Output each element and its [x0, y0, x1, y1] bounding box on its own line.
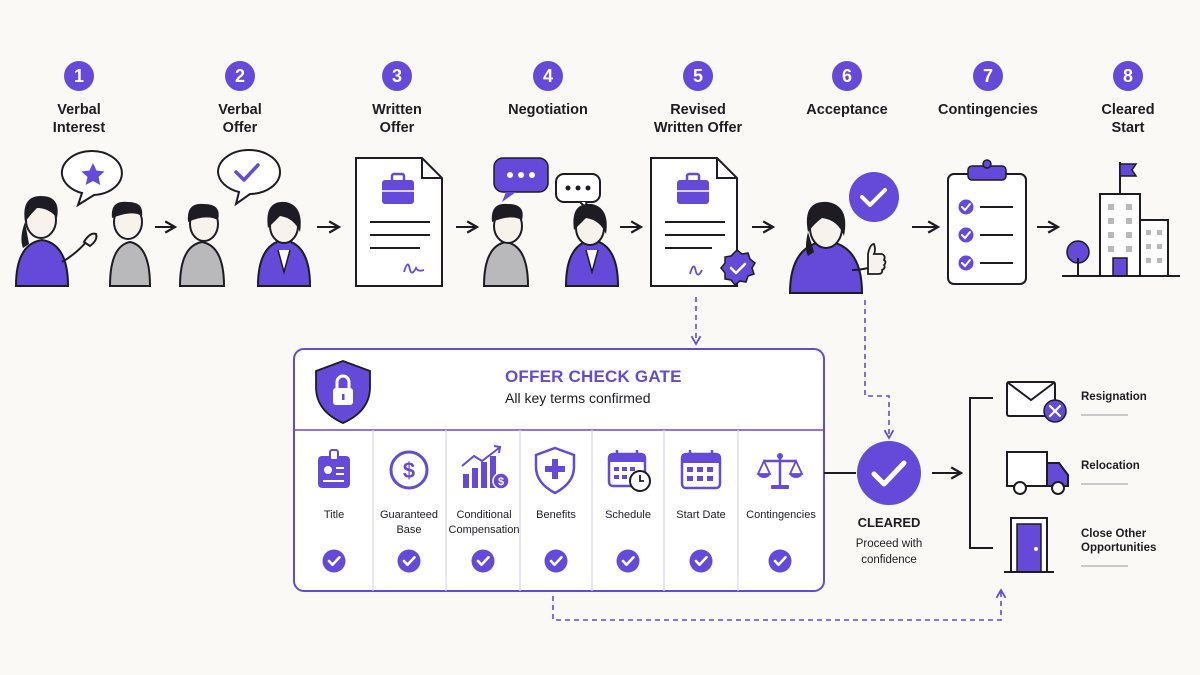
check-icon [322, 549, 346, 573]
outcome-underlines [1081, 414, 1128, 567]
check-icon [689, 549, 713, 573]
step-title: Contingencies [938, 102, 1038, 118]
medical-shield-icon [534, 446, 576, 495]
id-badge-icon [318, 449, 350, 488]
check-icon [397, 549, 421, 573]
gate-title: OFFER CHECK GATE [505, 367, 682, 386]
door-icon [1004, 517, 1054, 573]
building-flag-icon [1062, 162, 1180, 277]
step-title: Acceptance [806, 102, 888, 118]
step-number: 6 [832, 61, 862, 91]
step-number: 1 [64, 61, 94, 91]
step-number: 7 [973, 61, 1003, 91]
check-icon [768, 549, 792, 573]
growth-chart-icon: $ [461, 445, 510, 490]
gate-column-label: Start Date [676, 509, 726, 521]
person-man-icon [178, 203, 226, 287]
speech-dots-icon [493, 157, 601, 214]
check-icon [616, 549, 640, 573]
dollar-icon: $ [389, 450, 429, 490]
step-title: Negotiation [508, 102, 588, 118]
speech-star-icon [60, 150, 123, 208]
person-man-icon [482, 203, 530, 287]
step-title: Cleared Start [1101, 102, 1155, 136]
gate-column-label: Schedule [605, 509, 651, 521]
check-circle-icon [857, 441, 921, 505]
step-number: 3 [382, 61, 412, 91]
step-number: 8 [1113, 61, 1143, 91]
step-title: Written Offer [372, 102, 422, 136]
step-title: Verbal Offer [218, 102, 262, 136]
svg-text:$: $ [498, 476, 504, 488]
branch-bracket [969, 397, 993, 549]
cleared-subtitle: Proceed with confidence [855, 538, 923, 566]
gate-column-label: Title [323, 509, 345, 521]
check-icon [544, 549, 568, 573]
person-woman-icon [14, 196, 98, 287]
document-check-icon [650, 157, 756, 287]
shield-lock-icon [315, 360, 371, 424]
outcome-label: Relocation [1081, 460, 1140, 472]
check-icon [471, 549, 495, 573]
person-man-icon [108, 201, 152, 287]
clipboard-checklist-icon [947, 159, 1027, 285]
outcome-label: Close Other Opportunities [1081, 528, 1157, 554]
gate-column-label: Conditional Compensation [448, 509, 520, 536]
gate-subtitle: All key terms confirmed [505, 390, 651, 406]
calendar-clock-icon [607, 450, 651, 492]
calendar-icon [680, 450, 722, 490]
speech-check-icon [216, 149, 281, 207]
cleared-label: CLEARED [857, 515, 921, 530]
svg-text:$: $ [403, 458, 415, 483]
step-title: Revised Written Offer [653, 102, 743, 136]
person-woman-icon [564, 203, 620, 287]
thumbs-up-icon [788, 172, 899, 294]
envelope-x-icon [1006, 381, 1067, 423]
step-title: Verbal Interest [52, 102, 106, 136]
document-briefcase-icon [355, 157, 443, 287]
step-number: 2 [225, 61, 255, 91]
step-number: 4 [533, 61, 563, 91]
dashed-connectors [552, 297, 1007, 621]
truck-icon [1006, 451, 1069, 495]
gate-column-label: Benefits [536, 509, 576, 521]
gate-column-label: Guaranteed Base [379, 509, 439, 536]
gate-column-label: Contingencies [746, 509, 816, 521]
person-woman-icon [256, 201, 312, 287]
scales-icon [756, 453, 804, 489]
outcome-label: Resignation [1081, 391, 1147, 403]
step-number: 5 [683, 61, 713, 91]
